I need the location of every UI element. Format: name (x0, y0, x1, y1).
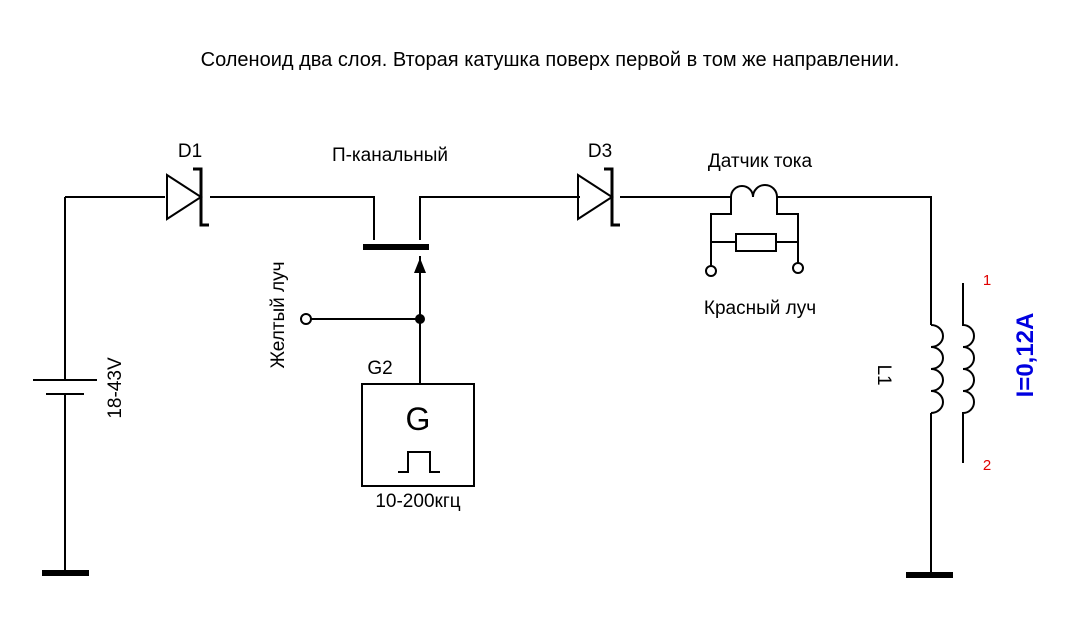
inductor-pin-2: 2 (983, 457, 991, 474)
inductor-coil-secondary (962, 283, 975, 463)
transistor-arrow (414, 258, 426, 273)
junction-dot (415, 314, 425, 324)
generator-label: G2 (367, 358, 392, 379)
current-sensor-leads (710, 242, 799, 266)
inductor-pin-1: 1 (983, 272, 991, 289)
current-sensor-coil (730, 184, 778, 198)
inductor-coil-primary (930, 324, 944, 414)
diode-d3 (577, 167, 620, 227)
current-sensor-label: Датчик тока (708, 151, 813, 172)
diode-d1-label: D1 (178, 141, 202, 162)
inductor-current-label: I=0,12A (1012, 313, 1039, 398)
diode-d3-label: D3 (588, 141, 612, 162)
yellow-probe-terminal (300, 313, 312, 325)
current-sensor-resistor (735, 233, 777, 252)
generator-frequency: 10-200кгц (375, 491, 460, 512)
inductor-label: L1 (873, 364, 894, 385)
generator-box (361, 383, 475, 487)
top-wire-right (419, 196, 731, 240)
top-wire-left (65, 196, 375, 240)
current-sensor-shunt-wire (710, 197, 799, 243)
diagram-title: Соленоид два слоя. Вторая катушка поверх… (201, 49, 900, 71)
diode-d1 (166, 167, 209, 227)
yellow-probe-label: Желтый луч (268, 261, 289, 368)
red-probe-label: Красный луч (704, 298, 816, 319)
battery-voltage-label: 18-43V (105, 357, 126, 419)
generator-symbol: G (406, 401, 431, 437)
red-probe-terminal-right (792, 262, 804, 274)
red-probe-terminal-left (705, 265, 717, 277)
top-wire-to-inductor (777, 196, 932, 325)
pulse-icon (398, 451, 440, 473)
transistor-label: П-канальный (332, 145, 448, 166)
